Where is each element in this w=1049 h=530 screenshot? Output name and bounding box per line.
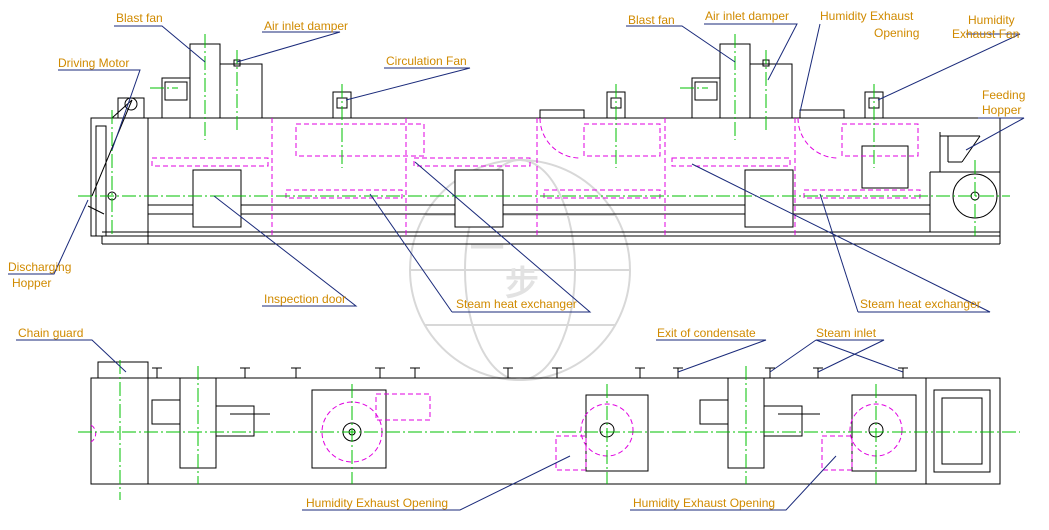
svg-text:步: 步 <box>505 265 539 303</box>
label-feeding-hopper-1: Feeding <box>982 88 1025 102</box>
label-steam-inlet: Steam inlet <box>816 326 877 340</box>
circulation-fan-plan-3 <box>851 394 917 472</box>
label-inspection-door: Inspection door <box>264 292 346 306</box>
label-steam-heat-exchanger-1: Steam heat exchanger <box>456 297 577 311</box>
label-humidity-exhaust-fan-2: Exhaust Fan <box>952 27 1019 41</box>
pipe-stubs <box>152 367 908 378</box>
label-humidity-exhaust-opening-1: Humidity Exhaust Opening <box>306 496 448 510</box>
label-chain-guard: Chain guard <box>18 326 83 340</box>
label-blast-fan-1: Blast fan <box>116 11 163 25</box>
label-blast-fan-2: Blast fan <box>628 13 675 27</box>
inspection-door-4 <box>861 145 909 189</box>
label-discharging-hopper-1: Discharging <box>8 260 71 274</box>
labels: Blast fan Air inlet damper Driving Motor… <box>8 9 1025 510</box>
leader-lines <box>8 23 1025 511</box>
label-humidity-exhaust-fan-1: Humidity <box>968 13 1015 27</box>
label-air-inlet-damper-2: Air inlet damper <box>705 9 789 23</box>
label-humidity-exhaust-opening-2: Humidity Exhaust Opening <box>633 496 775 510</box>
watermark-logo: 一 步 <box>409 159 631 381</box>
label-driving-motor: Driving Motor <box>58 56 129 70</box>
chain-guard <box>97 361 149 379</box>
label-feeding-hopper-2: Hopper <box>982 103 1021 117</box>
circulation-fan-plan-1 <box>311 389 387 469</box>
dryer-base <box>90 377 1001 485</box>
label-humidity-exhaust-opening-top-1: Humidity Exhaust <box>820 9 914 23</box>
inspection-door-3 <box>744 169 794 228</box>
label-circulation-fan: Circulation Fan <box>386 54 467 68</box>
inspection-door-2 <box>454 169 504 228</box>
label-steam-heat-exchanger-2: Steam heat exchanger <box>860 297 981 311</box>
label-humidity-exhaust-opening-top-2: Opening <box>874 26 919 40</box>
bottom-view <box>78 360 1020 500</box>
label-air-inlet-damper-1: Air inlet damper <box>264 19 348 33</box>
circulation-fan-plan-2 <box>585 394 649 472</box>
top-view <box>78 34 1010 245</box>
label-exit-of-condensate: Exit of condensate <box>657 326 756 340</box>
label-discharging-hopper-2: Hopper <box>12 276 51 290</box>
